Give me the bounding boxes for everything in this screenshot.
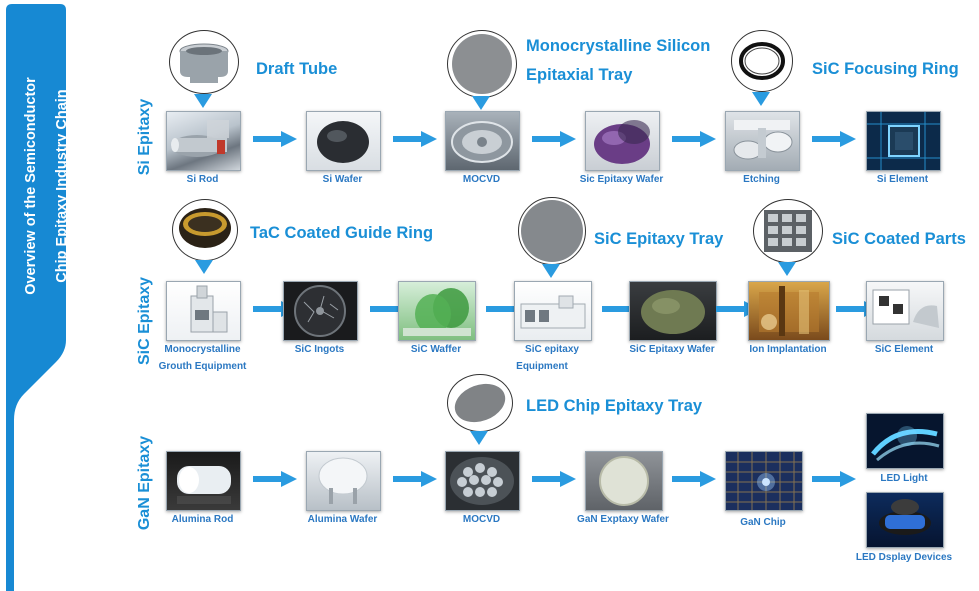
- sic-epitaxy-equipment-caption-2: Equipment: [516, 361, 568, 372]
- growth-equipment-image: [166, 281, 241, 341]
- callout-sic-tray: SiC Epitaxy Tray: [594, 230, 724, 248]
- arrow-icon: [393, 471, 437, 487]
- arrow-icon: [532, 131, 576, 147]
- row-label-gan-epitaxy: GaN Epitaxy: [136, 435, 153, 531]
- sic-epitaxy-wafer-2-image: [629, 281, 717, 341]
- alumina-wafer-image: [306, 451, 381, 511]
- ion-implantation-caption: Ion Implantation: [749, 344, 827, 355]
- banner-title-line2: Chip Epitaxy Industry Chain: [54, 89, 70, 283]
- pointer-icon: [470, 431, 488, 445]
- mocvd-image: [445, 111, 520, 171]
- sic-ingots-caption: SiC Ingots: [294, 344, 345, 355]
- arrow-icon: [253, 131, 297, 147]
- si-wafer-caption: Si Wafer: [322, 174, 363, 185]
- etching-image: [725, 111, 800, 171]
- si-element-caption: Si Element: [876, 174, 929, 185]
- sic-ingots-image: [283, 281, 358, 341]
- side-banner: Overview of the Semiconductor Chip Epita…: [0, 0, 90, 591]
- led-light-image: [866, 413, 944, 469]
- sic-coated-parts-icon: [753, 199, 823, 263]
- led-display-image: [866, 492, 944, 548]
- arrow-icon: [812, 471, 856, 487]
- gan-wafer-image: [585, 451, 663, 511]
- pointer-icon: [472, 96, 490, 110]
- si-rod-image: [166, 111, 241, 171]
- si-wafer-image: [306, 111, 381, 171]
- alumina-rod-caption: Alumina Rod: [171, 514, 234, 525]
- callout-mono-silicon: Monocrystalline Silicon: [526, 37, 711, 55]
- arrow-icon: [672, 131, 716, 147]
- draft-tube-icon: [169, 30, 239, 94]
- sic-epitaxy-equipment-image: [514, 281, 592, 341]
- pointer-icon: [778, 262, 796, 276]
- callout-focusing-ring: SiC Focusing Ring: [812, 60, 959, 78]
- sic-waffer-caption: SiC Waffer: [410, 344, 462, 355]
- callout-draft-tube: Draft Tube: [256, 60, 338, 78]
- gan-chip-caption: GaN Chip: [740, 517, 786, 528]
- led-tray-icon: [447, 374, 513, 432]
- gan-mocvd-image: [445, 451, 520, 511]
- growth-equipment-caption-2: Grouth Equipment: [158, 361, 247, 372]
- banner-shape: [0, 0, 90, 591]
- pointer-icon: [542, 264, 560, 278]
- sic-epitaxy-wafer-caption: Sic Epitaxy Wafer: [579, 174, 664, 185]
- arrow-icon: [393, 131, 437, 147]
- si-element-image: [866, 111, 941, 171]
- si-rod-caption: Si Rod: [186, 174, 219, 185]
- sic-epitaxy-wafer-image: [585, 111, 660, 171]
- arrow-icon: [672, 471, 716, 487]
- focusing-ring-icon: [731, 30, 793, 92]
- growth-equipment-caption-1: Monocrystalline: [164, 344, 241, 355]
- ion-implantation-image: [748, 281, 830, 341]
- sic-waffer-image: [398, 281, 476, 341]
- gan-chip-image: [725, 451, 803, 511]
- sic-epitaxy-tray-icon: [518, 197, 586, 265]
- callout-coated-parts: SiC Coated Parts: [832, 230, 966, 248]
- callout-guide-ring: TaC Coated Guide Ring: [250, 224, 434, 242]
- pointer-icon: [195, 260, 213, 274]
- row-label-si-epitaxy: Si Epitaxy: [136, 98, 153, 176]
- callout-epitaxial-tray: Epitaxial Tray: [526, 66, 633, 84]
- arrow-icon: [532, 471, 576, 487]
- sic-epitaxy-wafer-2-caption: SiC Epitaxy Wafer: [629, 344, 715, 355]
- etching-caption: Etching: [743, 174, 780, 185]
- gan-mocvd-caption: MOCVD: [462, 514, 501, 525]
- led-display-caption: LED Dsplay Devices: [855, 552, 953, 563]
- pointer-icon: [194, 94, 212, 108]
- arrow-icon: [812, 131, 856, 147]
- led-light-caption: LED Light: [880, 473, 928, 484]
- alumina-rod-image: [166, 451, 241, 511]
- sic-epitaxy-equipment-caption-1: SiC epitaxy: [525, 344, 579, 355]
- guide-ring-icon: [172, 199, 238, 261]
- sic-element-caption: SiC Element: [874, 344, 934, 355]
- pointer-icon: [752, 92, 770, 106]
- callout-led-tray: LED Chip Epitaxy Tray: [526, 397, 703, 415]
- mocvd-caption: MOCVD: [462, 174, 501, 185]
- epitaxial-tray-icon: [447, 30, 517, 98]
- gan-wafer-caption: GaN Exptaxy Wafer: [577, 514, 669, 525]
- banner-title-line1: Overview of the Semiconductor: [23, 77, 39, 295]
- alumina-wafer-caption: Alumina Wafer: [307, 514, 378, 525]
- arrow-icon: [253, 471, 297, 487]
- sic-element-image: [866, 281, 944, 341]
